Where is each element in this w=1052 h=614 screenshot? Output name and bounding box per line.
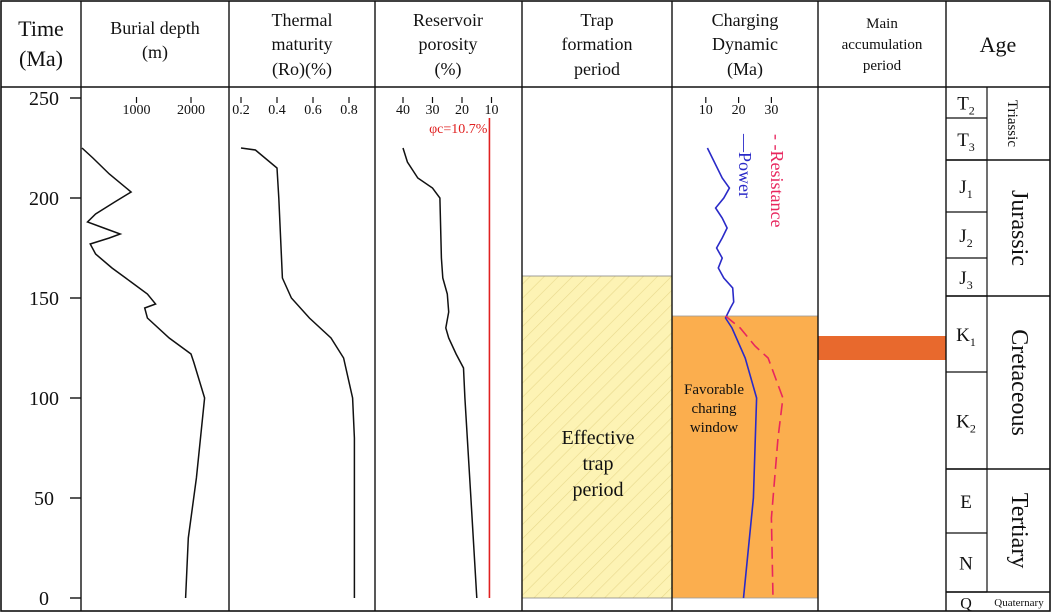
axis-tick-label: 0.4 — [268, 103, 286, 118]
svg-text:window: window — [690, 420, 739, 436]
header-porosity-1: Reservoir — [413, 10, 483, 30]
axis-tick-label: 30 — [426, 103, 440, 118]
axis-tick-label: 20 — [455, 103, 469, 118]
epoch-j2: J2 — [959, 226, 972, 250]
header-age: Age — [980, 32, 1017, 57]
effective-trap-period-area — [521, 275, 673, 599]
epoch-t3: T3 — [957, 130, 975, 154]
header-accum-1: Main — [866, 16, 898, 32]
critical-porosity-label: φc=10.7% — [429, 122, 488, 137]
header-charging-2: Dynamic — [712, 34, 778, 54]
axis-tick-label: 40 — [396, 103, 410, 118]
favorable-window-label: Favorable charing window — [684, 382, 744, 436]
svg-text:Favorable: Favorable — [684, 382, 744, 398]
time-tick-label: 100 — [29, 388, 59, 410]
header-charging-1: Charging — [712, 10, 779, 30]
header-trap-1: Trap — [580, 10, 613, 30]
power-curve — [706, 147, 758, 599]
porosity-curve — [402, 147, 478, 599]
axis-tick-label: 20 — [732, 103, 746, 118]
time-axis: 250 200 150 100 50 0 — [29, 88, 81, 610]
effective-trap-label: Effective trap period — [562, 427, 635, 501]
time-tick-label: 200 — [29, 188, 59, 210]
epoch-j1: J1 — [959, 177, 972, 201]
header-charging-3: (Ma) — [727, 59, 763, 80]
header-porosity-3: (%) — [435, 59, 462, 80]
header-maturity-3: (Ro)(%) — [272, 59, 332, 80]
burial-depth-axis: 1000 2000 — [123, 97, 205, 118]
maturity-axis: 0.2 0.4 0.6 0.8 — [232, 97, 358, 118]
epoch-t2: T2 — [957, 94, 975, 118]
header-maturity-1: Thermal — [272, 10, 333, 30]
svg-text:period: period — [572, 479, 623, 501]
resistance-curve — [724, 315, 784, 599]
legend-resistance: - -Resistance — [767, 134, 787, 227]
epoch-q: Q — [960, 596, 972, 613]
header-maturity-2: maturity — [272, 34, 333, 54]
porosity-axis: 40 30 20 10 — [396, 97, 499, 118]
header-burial-unit: (m) — [142, 42, 168, 63]
epoch-n: N — [959, 554, 973, 575]
axis-tick-label: 30 — [764, 103, 778, 118]
period-quaternary: Quaternary — [994, 597, 1044, 609]
period-tertiary: Tertiary — [1006, 493, 1032, 569]
axis-tick-label: 1000 — [123, 103, 151, 118]
main-accumulation-period-bar — [818, 336, 946, 360]
thermal-maturity-curve — [240, 147, 356, 598]
axis-tick-label: 0.2 — [232, 103, 250, 118]
period-triassic: Triassic — [1004, 100, 1020, 147]
epoch-k1: K1 — [956, 325, 976, 349]
axis-tick-label: 2000 — [177, 103, 205, 118]
axis-tick-label: 10 — [699, 103, 713, 118]
header-burial: Burial depth — [110, 18, 199, 38]
header-time: Time — [18, 16, 64, 41]
column-headers: Time (Ma) Burial depth (m) Thermal matur… — [18, 10, 1016, 80]
legend-power: —Power — [735, 133, 755, 198]
time-tick-label: 0 — [39, 588, 49, 610]
time-tick-label: 250 — [29, 88, 59, 110]
epoch-j3: J3 — [959, 268, 972, 292]
header-trap-3: period — [574, 59, 620, 79]
axis-tick-label: 10 — [485, 103, 499, 118]
charging-axis: 10 20 30 — [699, 97, 778, 118]
header-accum-2: accumulation — [842, 37, 923, 53]
time-tick-label: 50 — [34, 488, 54, 510]
header-trap-2: formation — [562, 34, 633, 54]
svg-text:trap: trap — [582, 453, 613, 475]
header-time-unit: (Ma) — [19, 46, 63, 71]
svg-text:charing: charing — [692, 401, 737, 417]
favorable-charging-window-area — [671, 315, 819, 599]
header-porosity-2: porosity — [418, 34, 477, 54]
burial-depth-curve — [81, 147, 206, 599]
time-tick-label: 150 — [29, 288, 59, 310]
epoch-e: E — [960, 492, 972, 513]
svg-text:Effective: Effective — [562, 427, 635, 449]
axis-tick-label: 0.6 — [304, 103, 322, 118]
period-jurassic: Jurassic — [1006, 190, 1032, 266]
column-separators — [80, 1, 947, 611]
period-cretaceous: Cretaceous — [1006, 329, 1032, 436]
axis-tick-label: 0.8 — [340, 103, 358, 118]
header-accum-3: period — [863, 58, 902, 74]
epoch-k2: K2 — [956, 412, 976, 436]
